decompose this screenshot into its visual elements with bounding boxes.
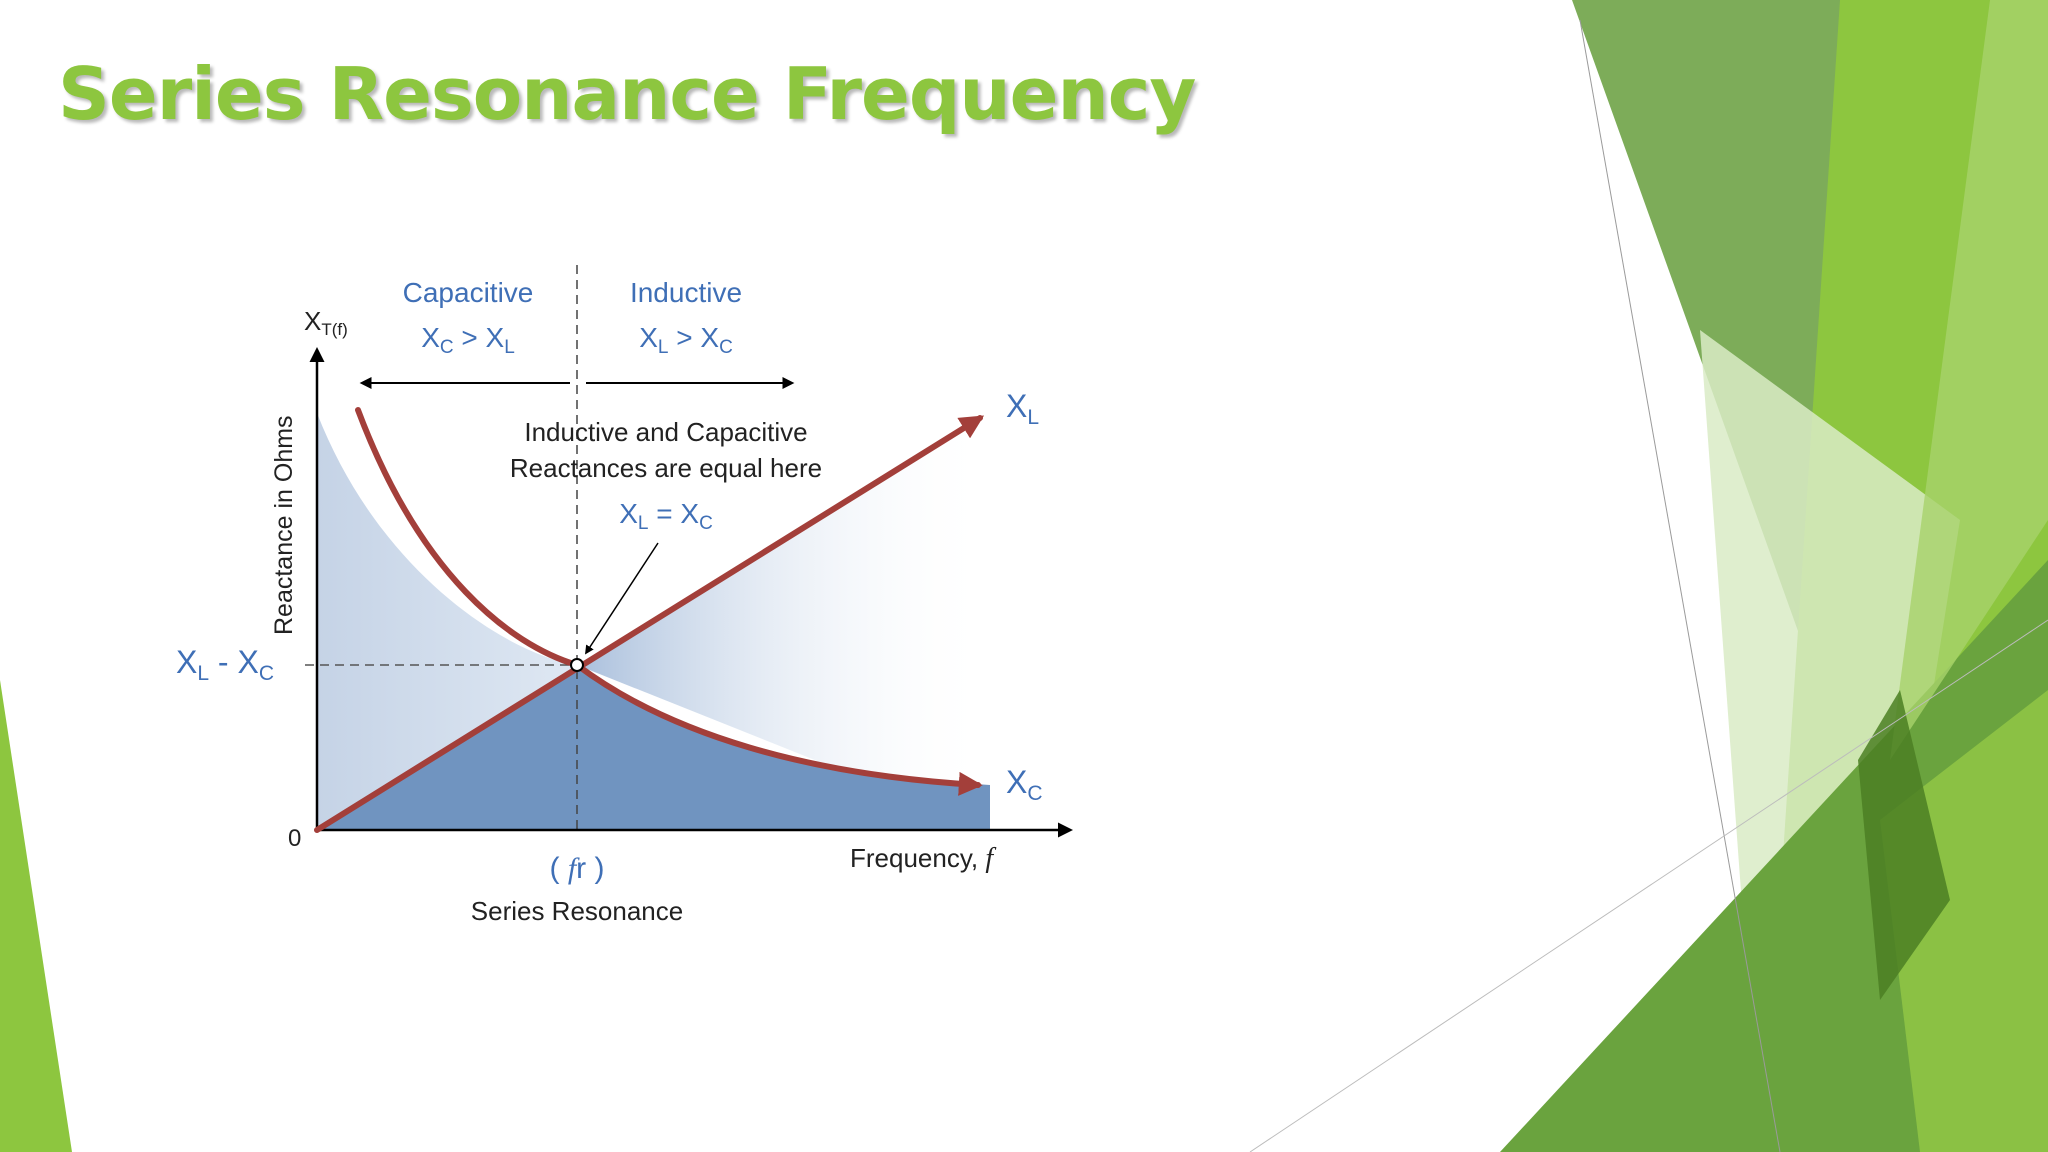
annotation-equation: XL = XC [619, 498, 713, 534]
resonance-frequency-label: ( fr ) [550, 852, 605, 885]
inductive-relation: XL > XC [639, 322, 733, 358]
xl-curve-label: XL [1006, 388, 1039, 429]
origin-label: 0 [288, 825, 301, 852]
inductive-region [577, 413, 990, 830]
capacitive-region [317, 413, 577, 830]
capacitive-relation: XC > XL [421, 322, 515, 358]
slide-title: Series Resonance Frequency [58, 52, 1196, 136]
series-resonance-diagram: XT(f) Reactance in Ohms 0 Capacitive XC … [176, 265, 1073, 926]
series-resonance-label: Series Resonance [471, 896, 683, 926]
total-reactance-region [317, 665, 990, 830]
xl-curve [314, 415, 985, 833]
xl-minus-xc-label: XL - XC [176, 644, 274, 685]
xc-curve-label: XC [1006, 764, 1043, 805]
y-axis-label: Reactance in Ohms [270, 415, 298, 635]
equal-pointer-arrow [585, 542, 659, 655]
x-axis-label: Frequency, f [850, 843, 996, 874]
annotation-line-1: Inductive and Capacitive [524, 417, 807, 447]
annotation-line-2: Reactances are equal here [510, 453, 822, 483]
resonance-point [570, 658, 584, 672]
inductive-title: Inductive [630, 277, 742, 308]
capacitive-title: Capacitive [403, 277, 534, 308]
y-axis-symbol: XT(f) [304, 306, 348, 339]
